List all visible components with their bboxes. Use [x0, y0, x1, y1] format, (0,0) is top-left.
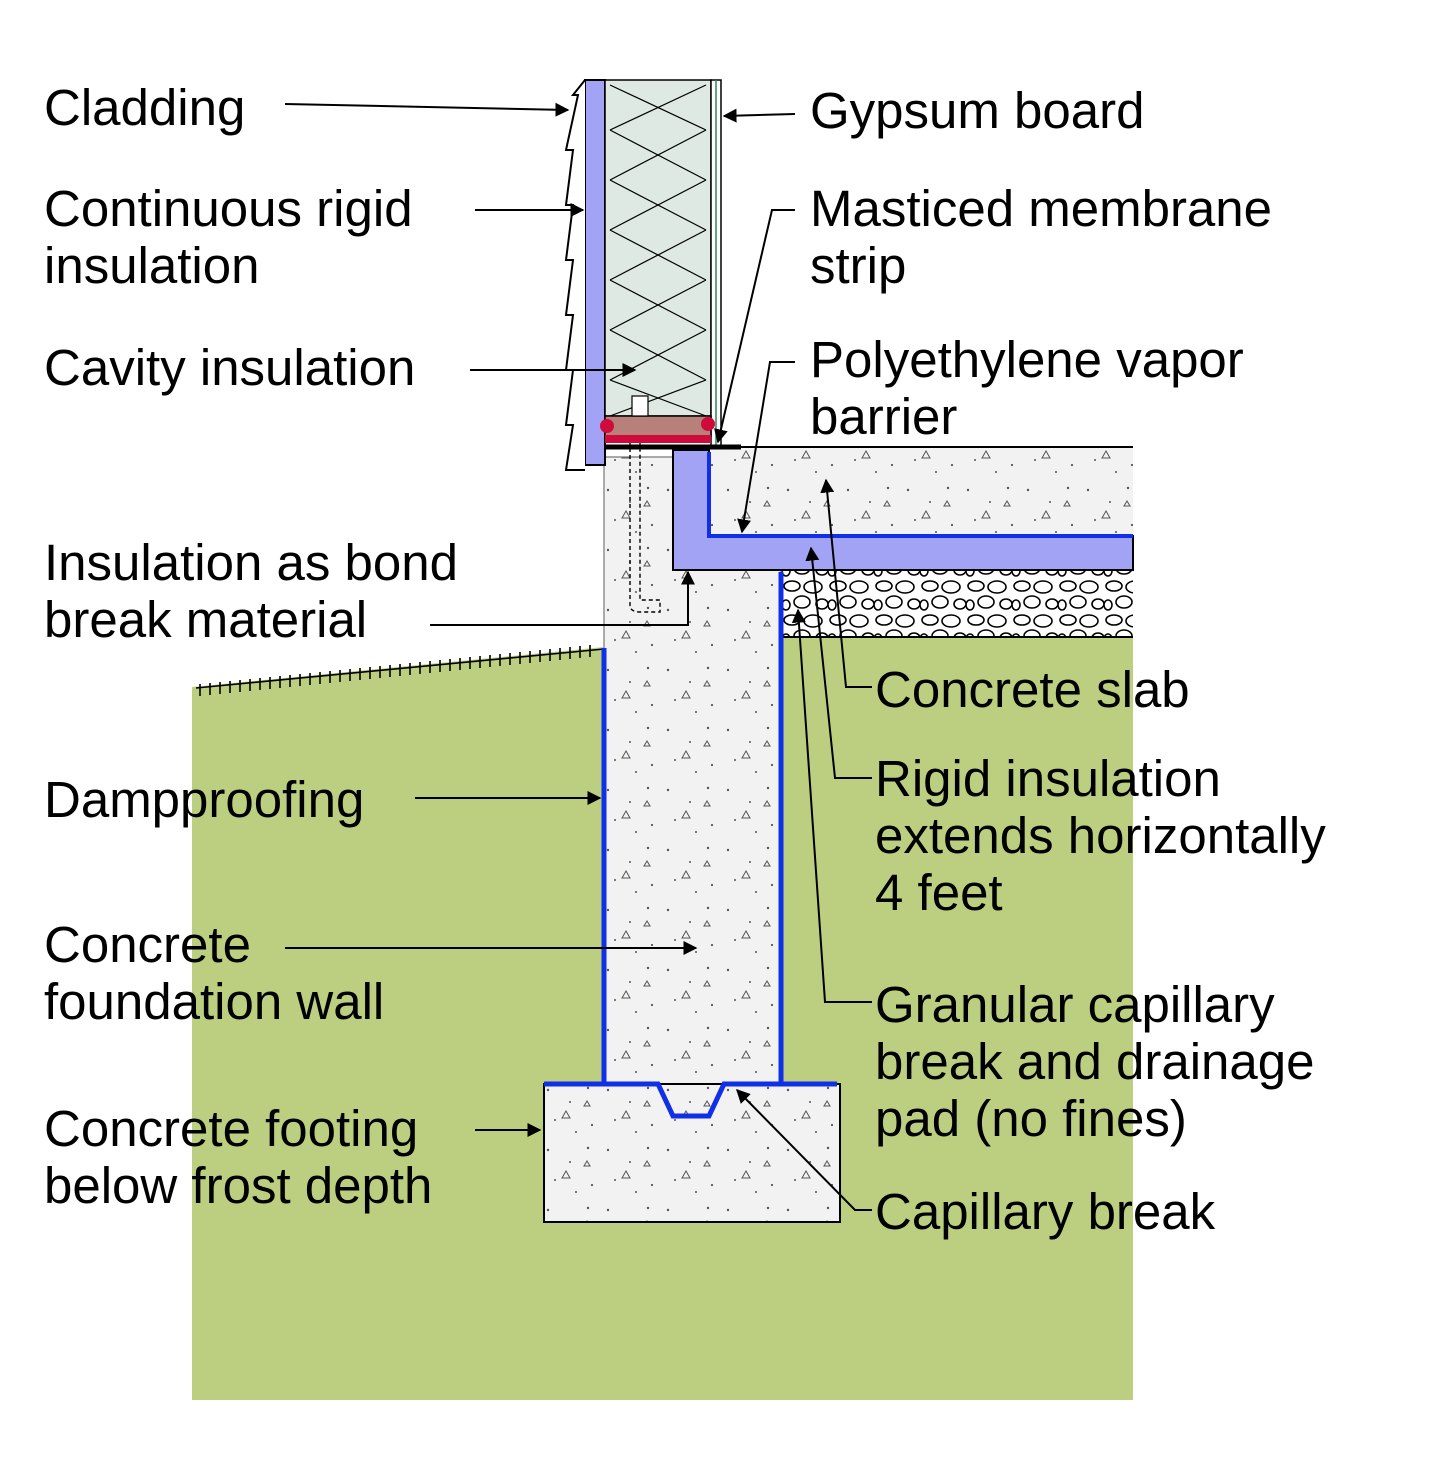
leader-slab	[820, 478, 872, 688]
label-line: Masticed membrane	[810, 180, 1272, 237]
label-cavity: Cavity insulation	[44, 339, 415, 396]
label-line: Concrete	[44, 916, 251, 973]
label-line: below frost depth	[44, 1157, 432, 1214]
leader-gypsum	[722, 108, 796, 123]
cavity-insulation	[604, 79, 712, 417]
concrete-slab	[709, 447, 1133, 536]
label-cladding: Cladding	[44, 79, 245, 136]
keyway	[544, 1081, 837, 1119]
label-line: 4 feet	[875, 864, 1003, 921]
leader-granular	[791, 608, 872, 1003]
label-line: Concrete footing	[44, 1100, 418, 1157]
label-line: strip	[810, 237, 906, 294]
label-line: Dampproofing	[44, 771, 364, 828]
leader-bond-break	[430, 570, 695, 626]
label-dampproofing: Dampproofing	[44, 771, 364, 828]
label-gypsum: Gypsum board	[810, 82, 1145, 139]
mastic-bead-right	[701, 417, 715, 431]
label-line: break and drainage	[875, 1033, 1315, 1090]
batt-pattern	[609, 84, 707, 417]
label-line: Gypsum board	[810, 82, 1145, 139]
continuous-rigid-insulation	[584, 79, 606, 466]
label-line: Capillary break	[875, 1183, 1216, 1240]
label-line: Concrete slab	[875, 661, 1190, 718]
concrete-footing	[543, 1083, 841, 1223]
anchor-bolt	[629, 420, 661, 613]
label-line: extends horizontally	[875, 807, 1326, 864]
label-capillary-break: Capillary break	[875, 1183, 1216, 1240]
label-line: break material	[44, 591, 367, 648]
label-line: barrier	[810, 388, 957, 445]
vapor-barrier	[707, 452, 1133, 538]
soil	[192, 637, 1133, 1400]
leader-rigid-horizontal	[805, 546, 872, 779]
label-line: Rigid insulation	[875, 750, 1221, 807]
label-line: Granular capillary	[875, 976, 1275, 1033]
grade-hatch	[195, 645, 605, 696]
label-line: foundation wall	[44, 973, 384, 1030]
label-slab: Concrete slab	[875, 661, 1190, 718]
sill-plate	[604, 415, 712, 437]
leader-cladding	[284, 102, 570, 117]
label-line: Cladding	[44, 79, 245, 136]
cladding	[564, 79, 586, 471]
leader-capillary	[736, 1089, 872, 1211]
label-line: pad (no fines)	[875, 1090, 1187, 1147]
label-line: Polyethylene vapor	[810, 331, 1244, 388]
mastic-bead-left	[600, 419, 614, 433]
label-line: Continuous rigid	[44, 180, 413, 237]
label-line: insulation	[44, 237, 259, 294]
leader-membrane	[714, 209, 795, 444]
leader-vapor	[737, 361, 795, 534]
label-line: Cavity insulation	[44, 339, 415, 396]
gravel-bed	[781, 570, 1133, 637]
label-line: Insulation as bond	[44, 534, 458, 591]
membrane-strip	[605, 435, 711, 443]
